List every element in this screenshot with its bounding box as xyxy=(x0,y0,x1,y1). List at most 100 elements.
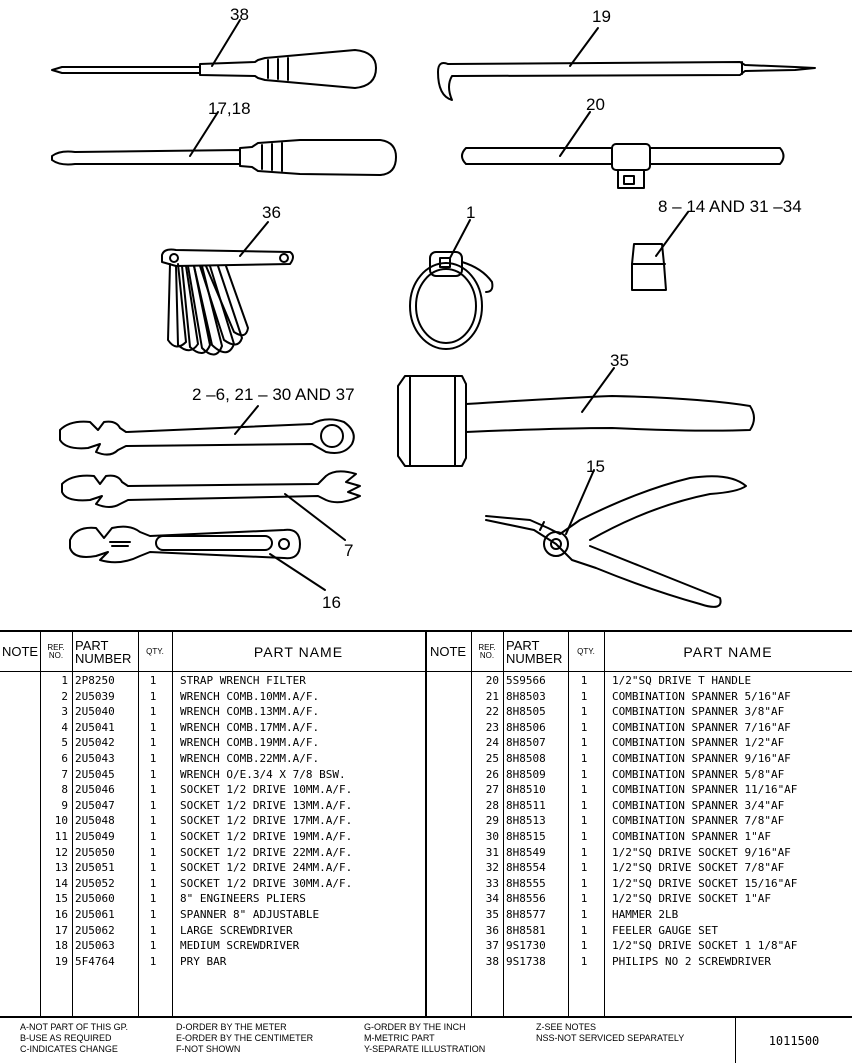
qty-cell: 1 xyxy=(149,798,157,812)
part-number-cell: 2U5052 xyxy=(75,876,115,890)
qty-cell: 1 xyxy=(149,720,157,734)
part-number-cell: 8H8511 xyxy=(506,798,546,812)
part-name-cell: PHILIPS NO 2 SCREWDRIVER xyxy=(612,954,771,968)
ref-no-cell: 34 xyxy=(485,892,499,906)
ref-no-cell: 22 xyxy=(485,705,499,719)
part-number-cell: 2U5048 xyxy=(75,814,115,828)
qty-cell: 1 xyxy=(580,814,588,828)
ref-no-cell: 29 xyxy=(485,814,499,828)
part-name-cell: COMBINATION SPANNER 3/8"AF xyxy=(612,705,785,719)
part-number-cell: 2U5060 xyxy=(75,892,115,906)
ref-no-cell: 35 xyxy=(485,908,499,921)
strap-wrench-drawing xyxy=(409,219,494,350)
callout-2-6-21-30-37: 2 –6, 21 – 30 AND 37 xyxy=(192,385,355,404)
header-part-name-right: PART NAME xyxy=(604,632,852,672)
part-number-cell: 8H8507 xyxy=(506,736,546,750)
part-number-cell: 9S1738 xyxy=(506,954,546,968)
part-name-cell: 1/2"SQ DRIVE SOCKET 9/16"AF xyxy=(612,845,791,859)
part-name-cell: 1/2"SQ DRIVE T HANDLE xyxy=(612,674,752,687)
ref-no-cell: 24 xyxy=(485,736,499,750)
qty-cell: 1 xyxy=(149,767,157,781)
ref-no-cell: 19 xyxy=(54,954,68,968)
qty-cell: 1 xyxy=(580,892,588,906)
part-name-cell: 1/2"SQ DRIVE SOCKET 15/16"AF xyxy=(612,876,798,890)
qty-cell: 1 xyxy=(580,798,588,812)
part-number-cell: 2U5041 xyxy=(75,720,115,734)
ref-no-cell: 23 xyxy=(485,720,499,734)
qty-cell: 1 xyxy=(149,830,157,843)
ref-no-cell: 6 xyxy=(61,752,68,765)
part-name-cell: WRENCH COMB.10MM.A/F. xyxy=(180,689,320,703)
qty-cell: 1 xyxy=(580,752,588,765)
part-name-cell: COMBINATION SPANNER 1/2"AF xyxy=(612,736,785,750)
part-name-cell: SPANNER 8" ADJUSTABLE xyxy=(180,908,320,921)
part-name-cell: SOCKET 1/2 DRIVE 19MM.A/F. xyxy=(180,830,353,843)
callout-15: 15 xyxy=(586,457,605,476)
callout-19: 19 xyxy=(592,7,611,26)
part-number-cell: 8H8549 xyxy=(506,845,546,859)
pry-bar-drawing xyxy=(437,27,816,101)
legend-item: B-USE AS REQUIRED xyxy=(20,1033,112,1043)
part-name-cell: COMBINATION SPANNER 3/4"AF xyxy=(612,798,785,812)
qty-cell: 1 xyxy=(580,720,588,734)
header-ref-no: REF.NO. xyxy=(40,632,72,672)
ref-no-cell: 17 xyxy=(54,923,68,937)
pliers-drawing xyxy=(485,469,747,608)
qty-cell: 1 xyxy=(149,939,157,953)
part-number-cell: 2U5039 xyxy=(75,689,115,703)
rule xyxy=(172,632,173,1016)
part-number-cell: 8H8513 xyxy=(506,814,546,828)
part-name-cell: SOCKET 1/2 DRIVE 10MM.A/F. xyxy=(180,783,353,797)
rule xyxy=(40,632,41,1016)
feeler-gauge-drawing xyxy=(161,221,294,356)
document-number: 1011500 xyxy=(735,1018,852,1063)
part-name-cell: STRAP WRENCH FILTER xyxy=(180,674,306,687)
callout-1: 1 xyxy=(466,203,475,222)
document-number-text: 1011500 xyxy=(768,1033,820,1048)
part-number-cell: 8H8556 xyxy=(506,892,546,906)
part-number-cell: 2U5045 xyxy=(75,767,115,781)
part-number-cell: 2U5042 xyxy=(75,736,115,750)
callout-7: 7 xyxy=(344,541,353,560)
part-number-cell: 8H8510 xyxy=(506,783,546,797)
part-number-cell: 2U5049 xyxy=(75,830,115,843)
ref-no-cell: 1 xyxy=(61,674,68,687)
ref-no-cell: 27 xyxy=(485,783,499,797)
legend-item: F-NOT SHOWN xyxy=(176,1044,241,1054)
qty-cell: 1 xyxy=(149,876,157,890)
legend-item: Y-SEPARATE ILLUSTRATION xyxy=(364,1044,486,1054)
part-number-cell: 8H8503 xyxy=(506,689,546,703)
qty-cell: 1 xyxy=(149,954,157,968)
legend-item: Z-SEE NOTES xyxy=(536,1022,597,1032)
ref-no-cell: 7 xyxy=(61,767,68,781)
part-number-cell: 2U5061 xyxy=(75,908,115,921)
part-number-cell: 2P8250 xyxy=(75,674,115,687)
part-name-cell: COMBINATION SPANNER 7/8"AF xyxy=(612,814,785,828)
qty-cell: 1 xyxy=(580,705,588,719)
qty-cell: 1 xyxy=(149,845,157,859)
ref-no-cell: 26 xyxy=(485,767,499,781)
legend-item: D-ORDER BY THE METER xyxy=(176,1022,287,1032)
qty-cell: 1 xyxy=(149,814,157,828)
hammer-drawing xyxy=(397,367,755,467)
part-name-cell: HAMMER 2LB xyxy=(612,908,679,921)
part-number-cell: 2U5051 xyxy=(75,861,115,875)
socket-drawing xyxy=(631,211,689,291)
qty-cell: 1 xyxy=(149,752,157,765)
part-name-cell: FEELER GAUGE SET xyxy=(612,923,718,937)
ref-no-cell: 15 xyxy=(54,892,68,906)
ref-no-cell: 32 xyxy=(485,861,499,875)
qty-cell: 1 xyxy=(580,861,588,875)
ref-no-cell: 21 xyxy=(485,689,499,703)
qty-cell: 1 xyxy=(149,689,157,703)
part-name-cell: WRENCH O/E.3/4 X 7/8 BSW. xyxy=(180,767,346,781)
callout-20: 20 xyxy=(586,95,605,114)
part-name-cell: WRENCH COMB.13MM.A/F. xyxy=(180,705,320,719)
ref-no-cell: 3 xyxy=(61,705,68,719)
qty-cell: 1 xyxy=(149,861,157,875)
qty-cell: 1 xyxy=(580,845,588,859)
part-name-cell: COMBINATION SPANNER 5/8"AF xyxy=(612,767,785,781)
part-name-cell: WRENCH COMB.17MM.A/F. xyxy=(180,720,320,734)
qty-cell: 1 xyxy=(580,923,588,937)
